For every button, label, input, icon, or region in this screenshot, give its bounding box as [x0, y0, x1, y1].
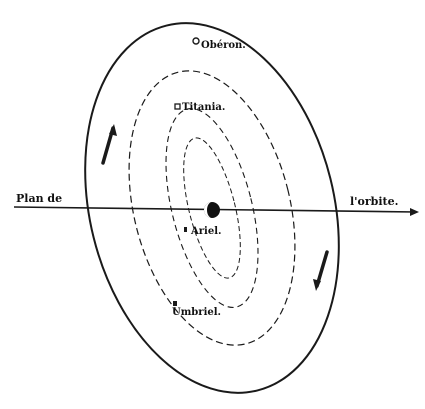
ariel-label: Ariel.	[190, 226, 221, 237]
umbriel-label: Umbriel.	[172, 307, 221, 318]
umbriel-marker	[173, 301, 177, 306]
motion-arrow-right-head	[313, 279, 321, 291]
oberon-label: Obéron.	[201, 40, 246, 51]
oberon-marker	[193, 38, 199, 44]
plane-label-left: Plan de	[16, 192, 62, 205]
ariel-marker	[184, 227, 187, 232]
plane-label-right: l'orbite.	[350, 195, 398, 208]
titania-label: Titania.	[182, 102, 225, 113]
plane-line-arrowhead	[410, 208, 419, 216]
titania-marker	[175, 104, 180, 109]
motion-arrow-left-head	[109, 124, 117, 136]
